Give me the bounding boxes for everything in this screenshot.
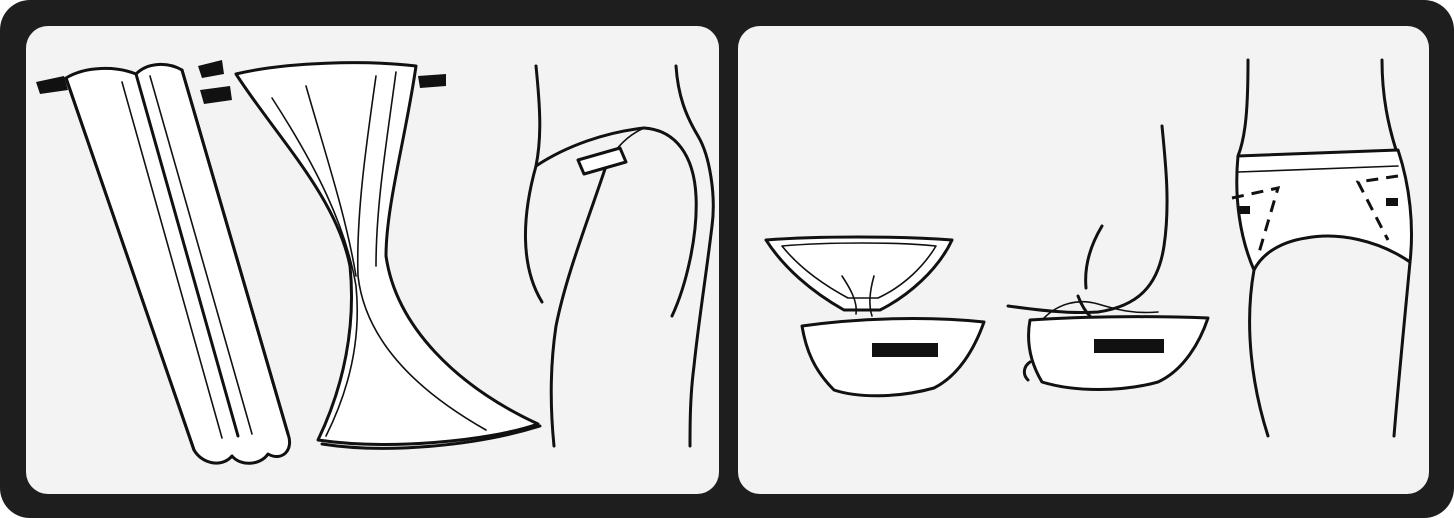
pad-in-underwear-icon <box>1232 60 1412 436</box>
right-panel <box>738 26 1429 494</box>
shaped-pad-in-pouch-icon <box>766 237 984 396</box>
left-panel <box>26 26 719 494</box>
hip-with-pad-strap-icon <box>525 66 713 446</box>
pad-placed-under-body-icon <box>1008 126 1208 390</box>
folded-pad-icon <box>36 60 290 463</box>
